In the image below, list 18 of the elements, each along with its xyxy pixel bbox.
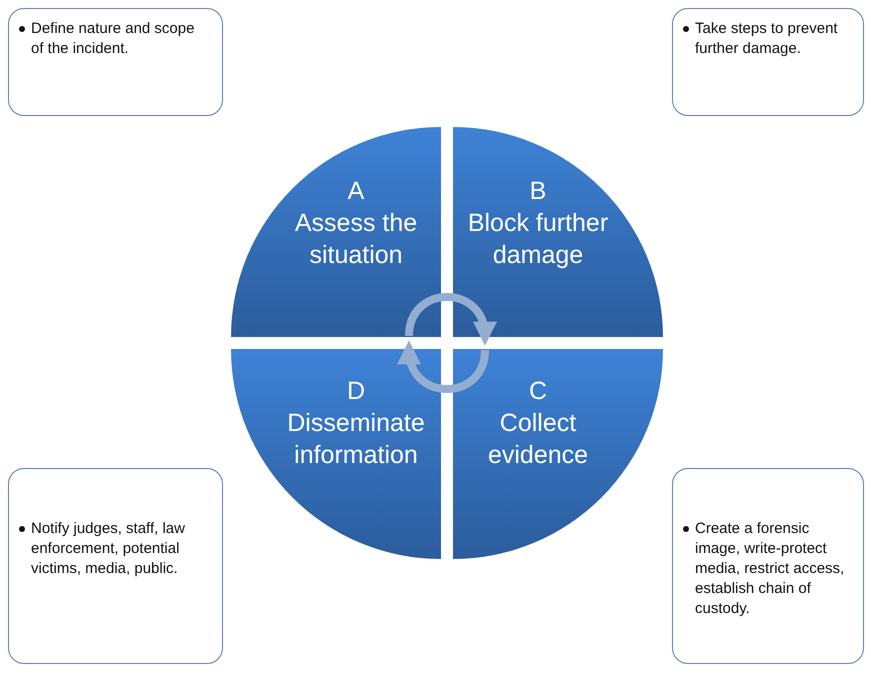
step-letter: B (530, 176, 546, 207)
step-title: Collect evidence (486, 408, 590, 471)
cycle-arrow (398, 340, 489, 393)
step-letter: A (348, 176, 364, 207)
cycle-arrow (405, 293, 496, 346)
callout-box (8, 468, 223, 664)
step-title: Block further damage (466, 208, 610, 271)
bullet-text: Take steps to prevent further damage. (695, 19, 839, 59)
callout-box (8, 8, 223, 116)
step-title: Assess the situation (294, 208, 418, 271)
callout-box (672, 468, 864, 664)
step-letter: C (528, 376, 548, 407)
callout-box (672, 8, 864, 116)
step-letter: D (346, 376, 366, 407)
bullet-text: Define nature and scope of the incident. (31, 19, 196, 59)
bullet-text: Notify judges, staff, law enforcement, potential victims, media, public. (31, 519, 186, 579)
step-title: Disseminate information (286, 408, 426, 471)
bullet-text: Create a forensic image, write-protect media, restrict access, establish chain of custody. (695, 519, 846, 619)
